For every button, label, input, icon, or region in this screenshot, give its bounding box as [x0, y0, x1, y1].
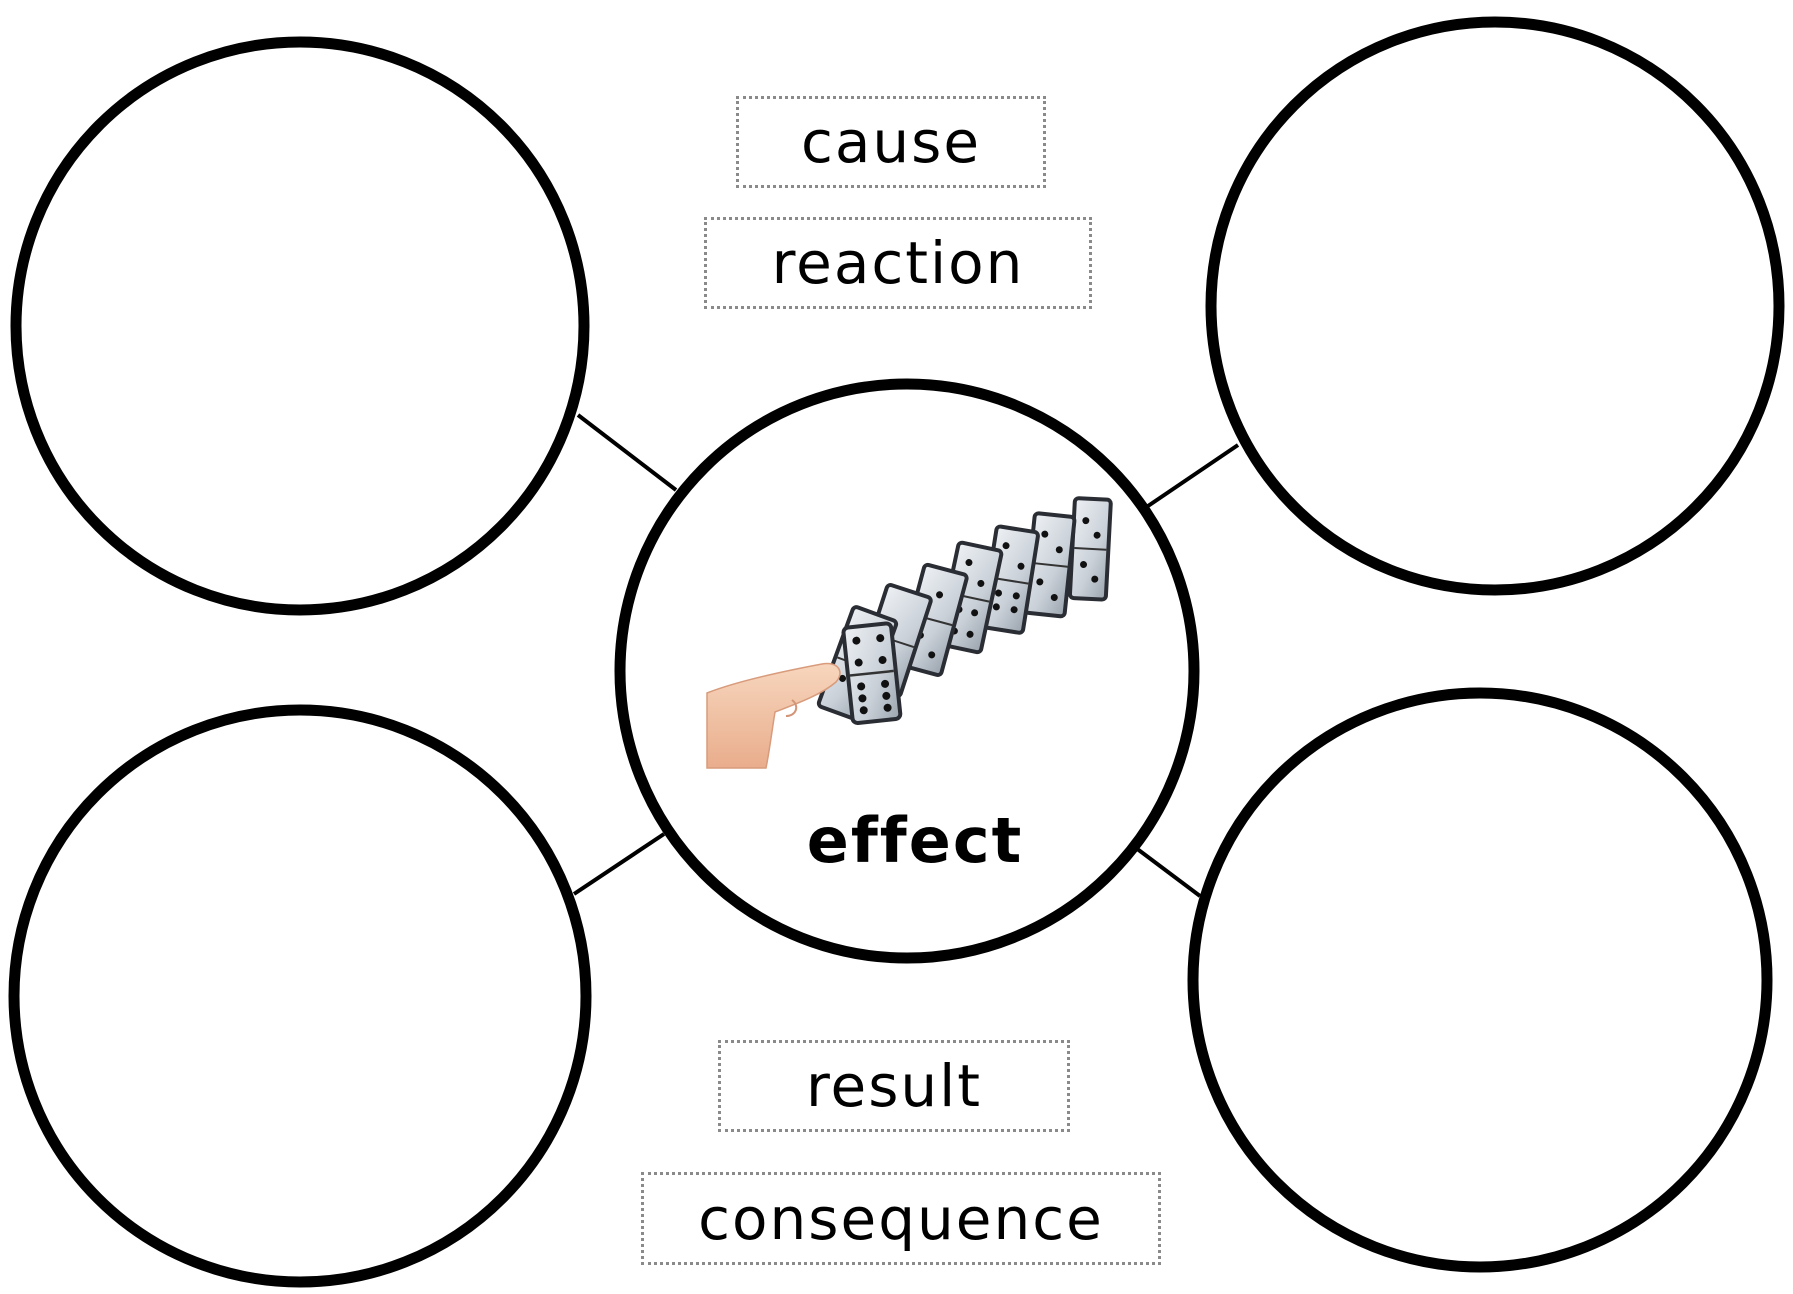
- connector-line-bottom-right: [1134, 846, 1202, 898]
- word-box-result: result: [718, 1040, 1070, 1132]
- center-label-effect: effect: [806, 803, 1024, 877]
- outer-circle-bottom-left[interactable]: [8, 704, 592, 1288]
- outer-circle-top-left[interactable]: [10, 36, 590, 616]
- outer-circle-top-right[interactable]: [1205, 16, 1785, 596]
- dominoes-image: [706, 496, 1113, 769]
- domino-tile-front: [841, 621, 903, 725]
- word-box-reaction: reaction: [704, 217, 1092, 309]
- word-box-consequence: consequence: [641, 1172, 1161, 1265]
- word-box-cause: cause: [736, 96, 1046, 188]
- word-result: result: [805, 1052, 983, 1120]
- connector-line-top-left: [576, 413, 678, 492]
- domino-tile: [1067, 496, 1113, 602]
- word-consequence: consequence: [698, 1184, 1104, 1253]
- connector-line-bottom-left: [572, 832, 666, 896]
- word-reaction: reaction: [771, 229, 1025, 297]
- connector-line-top-right: [1146, 443, 1240, 508]
- word-cause: cause: [800, 108, 982, 176]
- outer-circle-bottom-right[interactable]: [1187, 687, 1773, 1273]
- finger-shape: [706, 662, 841, 769]
